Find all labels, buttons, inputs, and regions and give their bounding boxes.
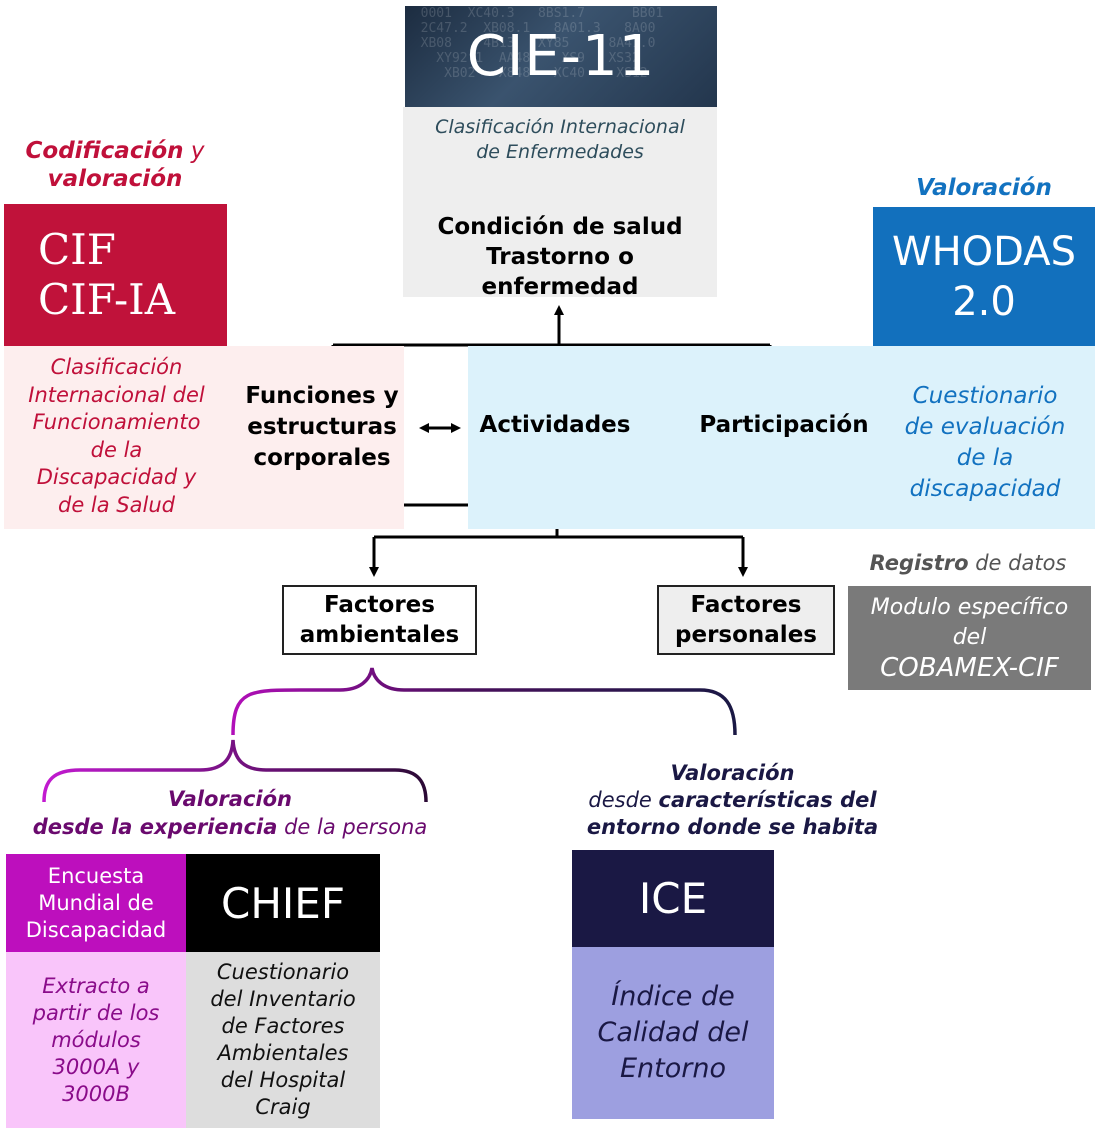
ems-line: Encuesta xyxy=(47,863,145,888)
code-background-texture: 0001 XC40.3 8BS1.7 BB01 2C47.2 XB08.1 8A… xyxy=(420,6,664,81)
chief-desc-line: Cuestionario xyxy=(216,960,350,984)
encuesta-mundial-box: Encuesta Mundial de Discapacidad xyxy=(6,854,186,952)
ems-line: Mundial de xyxy=(38,890,154,915)
cif-heading-line2: valoración xyxy=(47,166,183,192)
cif-desc-line: de la xyxy=(90,437,143,462)
cif-description: Clasificación Internacional del Funciona… xyxy=(4,354,229,519)
cie11-title: CIE-11 xyxy=(466,24,656,89)
condition-line: enfermedad xyxy=(481,274,639,300)
valoracion-entorno-line2-rest: desde xyxy=(588,788,659,812)
ice-desc-line: Calidad del xyxy=(597,1017,749,1048)
whodas-body-panel xyxy=(468,346,1095,529)
valoracion-entorno-line3: entorno donde se habita xyxy=(586,815,879,839)
cif-heading-rest: y xyxy=(183,138,205,164)
node-factores-personales: Factores personales xyxy=(657,585,835,655)
ems-line: Discapacidad xyxy=(25,917,167,942)
factores-brace xyxy=(231,667,737,736)
node-line: personales xyxy=(675,622,817,648)
ems-desc-line: 3000B xyxy=(62,1081,130,1106)
valoracion-line1: Valoración xyxy=(168,787,292,811)
node-factores-ambientales: Factores ambientales xyxy=(282,585,477,655)
node-line: estructuras xyxy=(247,414,397,440)
node-line: Factores xyxy=(690,592,802,618)
valoracion-line2-bold: desde la experiencia xyxy=(32,815,278,839)
ice-desc-line: Entorno xyxy=(619,1053,726,1084)
cif-desc-line: Funcionamiento xyxy=(32,410,201,434)
whodas-title-line: 2.0 xyxy=(952,278,1016,325)
registro-line: COBAMEX-CIF xyxy=(880,653,1059,683)
valoracion-experiencia-heading: Valoración desde la experiencia de la pe… xyxy=(0,785,460,841)
encuesta-mundial-description: Extracto a partir de los módulos 3000A y… xyxy=(6,952,186,1128)
node-line: ambientales xyxy=(299,622,460,648)
cif-heading: Codificación y valoración xyxy=(10,137,220,193)
chief-title-box: CHIEF xyxy=(186,854,380,952)
valoracion-entorno-heading: Valoración desde características del ent… xyxy=(560,760,905,841)
whodas-desc-line: Cuestionario xyxy=(912,383,1058,409)
node-actividades: Actividades xyxy=(479,412,631,438)
registro-line: Modulo específico xyxy=(870,595,1069,620)
cif-title-box: CIF CIF-IA xyxy=(4,204,227,346)
cif-desc-line: Internacional del xyxy=(28,382,205,407)
cif-body-panel xyxy=(4,346,404,529)
valoracion-entorno-line2-bold: características del xyxy=(658,788,877,812)
chief-desc-line: del Inventario xyxy=(210,987,356,1011)
ice-desc-line: Índice de xyxy=(611,981,735,1012)
cif-title-line: CIF-IA xyxy=(38,275,176,324)
chief-desc-line: Craig xyxy=(255,1095,311,1119)
cie11-subtitle-line: Clasificación Internacional xyxy=(435,116,685,138)
cie11-body-panel xyxy=(403,107,717,297)
cie11-subtitle: Clasificación Internacional de Enfermeda… xyxy=(403,115,717,165)
whodas-desc-line: discapacidad xyxy=(909,476,1061,502)
ems-desc-line: módulos xyxy=(51,1027,141,1052)
experiencia-brace xyxy=(42,739,428,803)
cie11-subtitle-line: de Enfermedades xyxy=(476,141,644,163)
whodas-heading: Valoración xyxy=(916,175,1052,201)
whodas-desc-line: de la xyxy=(956,445,1014,471)
valoracion-entorno-line1: Valoración xyxy=(670,761,795,785)
node-line: Factores xyxy=(324,592,435,618)
ems-desc-line: 3000A y xyxy=(52,1054,140,1079)
whodas-title-box: WHODAS 2.0 xyxy=(873,207,1095,346)
node-line: corporales xyxy=(253,445,391,471)
valoracion-line2-rest: de la persona xyxy=(277,815,428,839)
registro-box: Modulo específico del COBAMEX-CIF xyxy=(848,586,1091,690)
registro-heading-bold: Registro xyxy=(869,551,969,575)
cie11-header: 0001 XC40.3 8BS1.7 BB01 2C47.2 XB08.1 8A… xyxy=(405,6,717,107)
cif-desc-line: Discapacidad y xyxy=(36,465,197,489)
ice-description: Índice de Calidad del Entorno xyxy=(572,947,774,1119)
condition-line: Condición de salud xyxy=(437,214,683,240)
node-line: Funciones y xyxy=(245,383,399,409)
ice-title-box: ICE xyxy=(572,850,774,947)
cif-desc-line: Clasificación xyxy=(50,355,183,379)
condition-line: Trastorno o xyxy=(486,244,634,270)
node-funciones-estructuras: Funciones y estructuras corporales xyxy=(229,381,415,474)
health-condition-label: Condición de salud Trastorno o enfermeda… xyxy=(403,212,717,302)
cif-heading-bold: Codificación xyxy=(25,138,184,164)
ems-desc-line: partir de los xyxy=(32,1000,160,1025)
node-participacion: Participación xyxy=(699,412,869,438)
chief-description: Cuestionario del Inventario de Factores … xyxy=(186,952,380,1128)
whodas-title-line: WHODAS xyxy=(892,228,1076,275)
chief-desc-line: del Hospital xyxy=(220,1068,346,1092)
cif-desc-line: de la Salud xyxy=(58,492,175,517)
chief-desc-line: de Factores xyxy=(221,1014,345,1038)
chief-desc-line: Ambientales xyxy=(217,1041,349,1065)
registro-heading: Registro de datos xyxy=(848,551,1088,575)
whodas-desc-line: de evaluación xyxy=(904,414,1066,440)
cif-title-line: CIF xyxy=(38,225,116,274)
whodas-description: Cuestionario de evaluación de la discapa… xyxy=(880,381,1090,505)
ems-desc-line: Extracto a xyxy=(42,973,150,998)
registro-heading-rest: de datos xyxy=(968,551,1067,575)
registro-line: del xyxy=(952,625,987,650)
